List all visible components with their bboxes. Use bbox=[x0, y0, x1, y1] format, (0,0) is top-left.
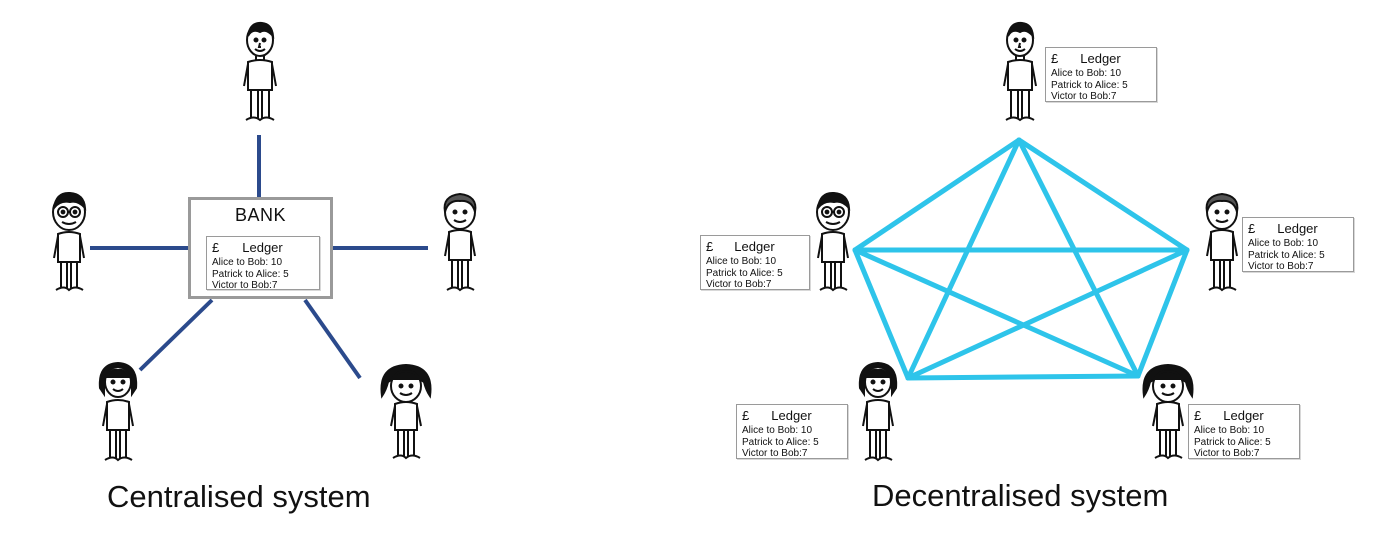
ledger-entry: Patrick to Alice: 5 bbox=[706, 267, 783, 279]
ledger-entry: Victor to Bob:7 bbox=[706, 279, 772, 290]
ledger-entry: Victor to Bob:7 bbox=[1248, 261, 1314, 272]
bank-box: BANK £ Ledger Alice to Bob: 10 Patrick t… bbox=[188, 197, 333, 299]
mesh-bottom bbox=[905, 373, 1141, 381]
person-top-decentralised bbox=[996, 18, 1044, 128]
person-left-centralised bbox=[44, 188, 96, 298]
ledger-entry: Alice to Bob: 10 bbox=[1194, 425, 1265, 436]
ledger-title: Ledger bbox=[1223, 408, 1264, 423]
ledger-entry: Patrick to Alice: 5 bbox=[1248, 249, 1325, 261]
ledger-bottom-left: £ Ledger Alice to Bob: 10 Patrick to Ali… bbox=[736, 404, 848, 459]
person-left-decentralised bbox=[808, 188, 860, 298]
ledger-title: Ledger bbox=[734, 239, 775, 254]
ledger-entry: Patrick to Alice: 5 bbox=[1194, 436, 1271, 448]
ledger-entry: Alice to Bob: 10 bbox=[1051, 68, 1122, 79]
link-bank-bottom-right bbox=[303, 298, 362, 380]
person-top-centralised bbox=[236, 18, 284, 128]
currency-symbol: £ bbox=[742, 408, 750, 423]
person-right-decentralised bbox=[1196, 190, 1248, 300]
ledger-entry: Alice to Bob: 10 bbox=[706, 256, 777, 267]
mesh-top-bottomleft bbox=[905, 137, 1022, 381]
decentralised-caption: Decentralised system bbox=[872, 478, 1169, 513]
ledger-entry: Victor to Bob:7 bbox=[1194, 448, 1260, 459]
mesh-right-bottomright bbox=[1135, 247, 1190, 379]
decentralised-mesh bbox=[852, 137, 1190, 381]
ledger-left: £ Ledger Alice to Bob: 10 Patrick to Ali… bbox=[700, 235, 810, 290]
ledger-top: £ Ledger Alice to Bob: 10 Patrick to Ali… bbox=[1045, 47, 1157, 102]
ledger-entry: Alice to Bob: 10 bbox=[1248, 238, 1319, 249]
mesh-top-left bbox=[852, 137, 1022, 253]
ledger-title: Ledger bbox=[1277, 221, 1318, 236]
ledger-title: Ledger bbox=[242, 240, 283, 255]
currency-symbol: £ bbox=[706, 239, 714, 254]
ledger-entry: Victor to Bob:7 bbox=[742, 448, 808, 459]
person-bottom-right-decentralised bbox=[1138, 362, 1198, 466]
ledger-entry: Alice to Bob: 10 bbox=[212, 257, 283, 268]
centralised-caption: Centralised system bbox=[107, 479, 371, 514]
ledger-entry: Patrick to Alice: 5 bbox=[212, 268, 289, 280]
currency-symbol: £ bbox=[1051, 51, 1059, 66]
ledger-entry: Victor to Bob:7 bbox=[212, 280, 278, 291]
ledger-right: £ Ledger Alice to Bob: 10 Patrick to Ali… bbox=[1242, 217, 1354, 272]
ledger-entry: Patrick to Alice: 5 bbox=[1051, 79, 1128, 91]
currency-symbol: £ bbox=[212, 240, 220, 255]
mesh-left-bottomleft bbox=[852, 247, 911, 381]
ledger-entry: Victor to Bob:7 bbox=[1051, 91, 1117, 102]
ledger-title: Ledger bbox=[771, 408, 812, 423]
bank-label: BANK bbox=[234, 205, 287, 225]
mesh-left-bottomright bbox=[852, 247, 1141, 379]
person-bottom-right-centralised bbox=[376, 362, 436, 466]
person-bottom-left-decentralised bbox=[852, 358, 904, 468]
ledger-bottom-right: £ Ledger Alice to Bob: 10 Patrick to Ali… bbox=[1188, 404, 1300, 459]
mesh-right-bottomleft bbox=[905, 247, 1190, 381]
currency-symbol: £ bbox=[1248, 221, 1256, 236]
bank-ledger: £ Ledger Alice to Bob: 10 Patrick to Ali… bbox=[206, 236, 320, 291]
link-bank-bottom-left bbox=[138, 298, 214, 372]
person-bottom-left-centralised bbox=[92, 358, 144, 468]
ledger-title: Ledger bbox=[1080, 51, 1121, 66]
centralised-links bbox=[90, 135, 428, 380]
mesh-top-bottomright bbox=[1016, 137, 1141, 379]
ledger-entry: Patrick to Alice: 5 bbox=[742, 436, 819, 448]
person-right-centralised bbox=[434, 190, 486, 300]
currency-symbol: £ bbox=[1194, 408, 1202, 423]
ledger-entry: Alice to Bob: 10 bbox=[742, 425, 813, 436]
mesh-top-right bbox=[1016, 137, 1190, 253]
